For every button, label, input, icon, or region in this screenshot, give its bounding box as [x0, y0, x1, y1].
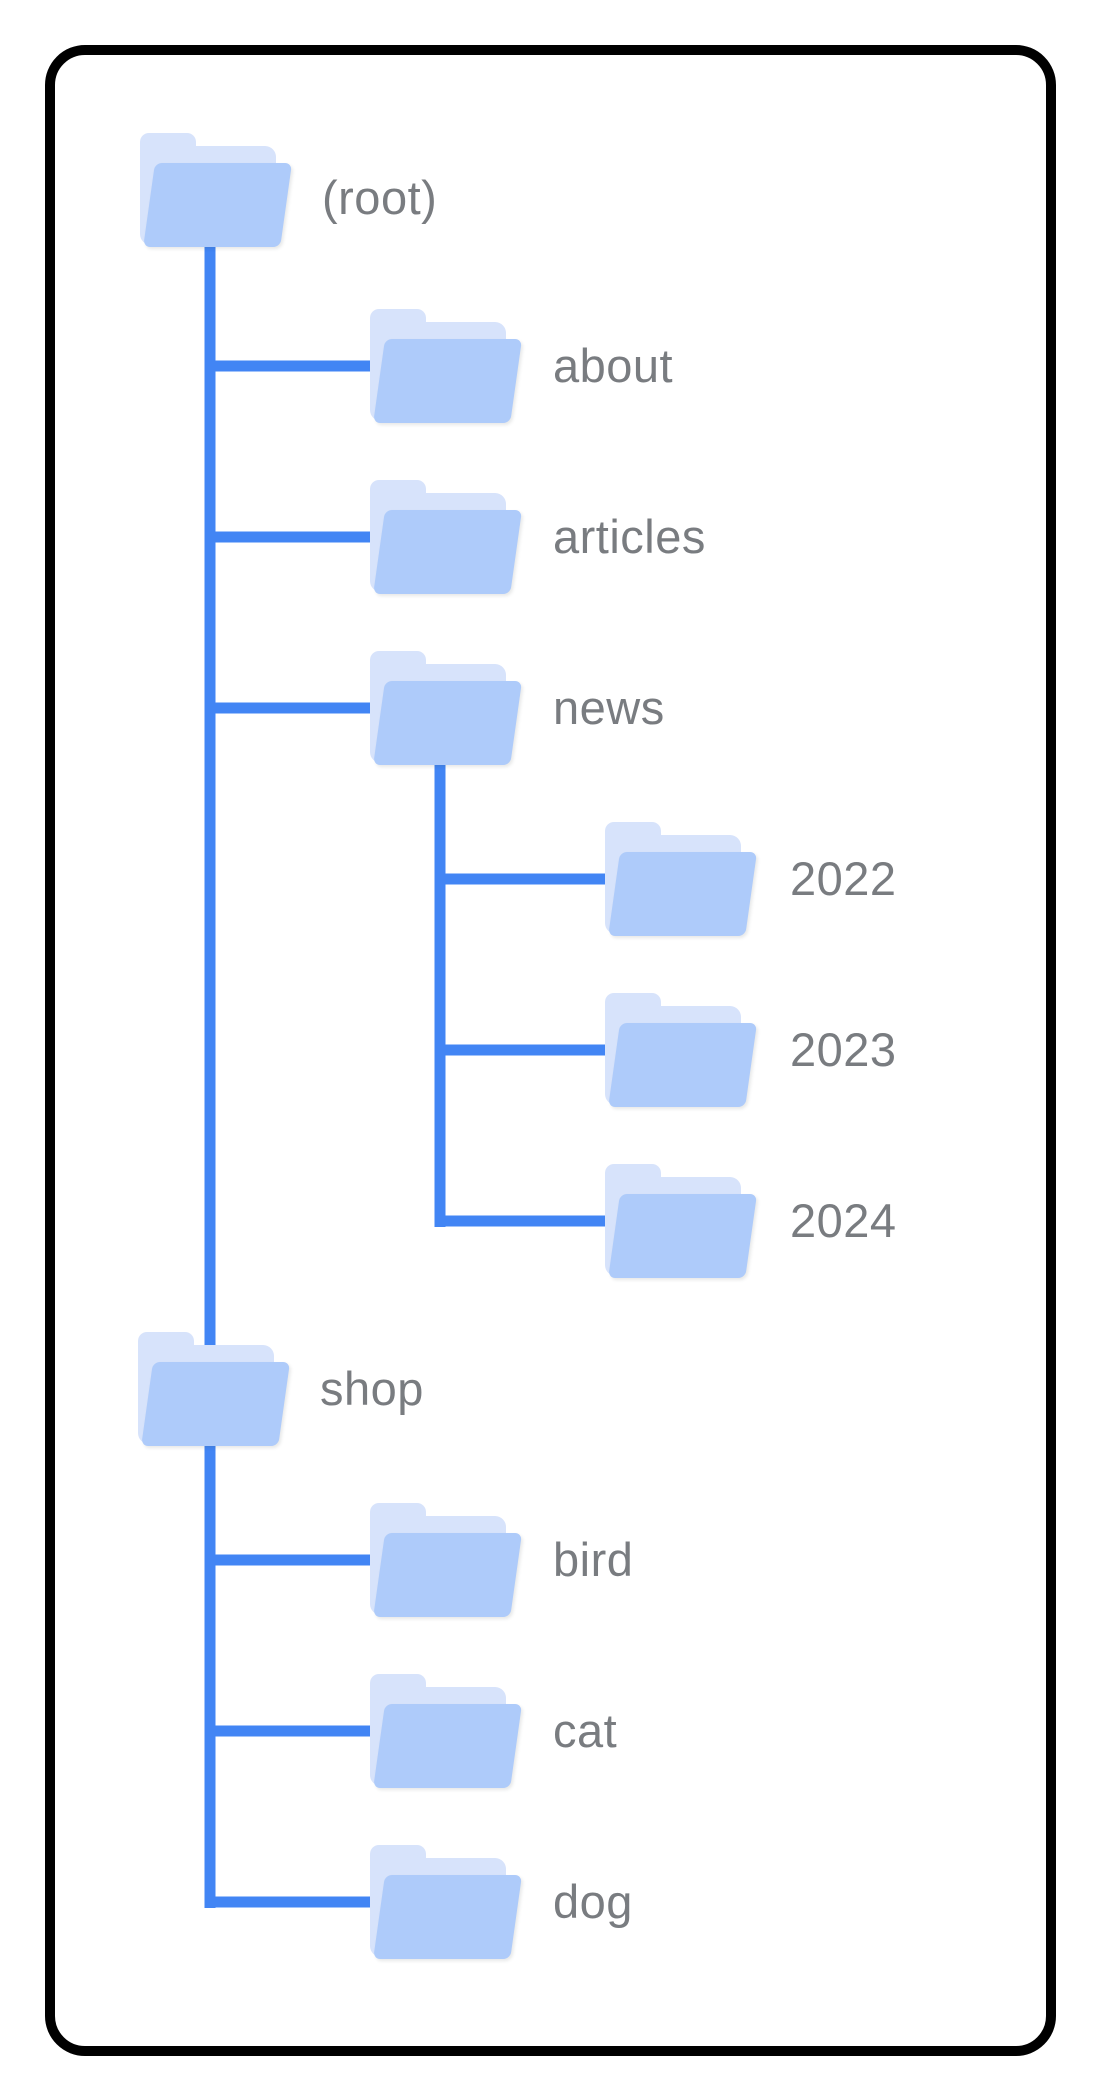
label-bird: bird — [553, 1533, 634, 1586]
folder-icon-bird — [370, 1503, 522, 1617]
label-articles: articles — [553, 510, 706, 563]
branch-2023 — [434, 1044, 613, 1056]
folder-icon-articles — [370, 480, 522, 594]
folder-front-shape — [608, 1194, 757, 1278]
branch-2022 — [434, 873, 613, 885]
branch-news — [204, 702, 383, 714]
label-root: (root) — [322, 171, 438, 224]
folder-icon-about — [370, 309, 522, 423]
folder-icon-root — [140, 133, 292, 247]
folder-icon-2022 — [605, 822, 757, 936]
folder-front-shape — [373, 1533, 522, 1617]
branch-bird — [204, 1554, 383, 1566]
branch-dog — [204, 1896, 383, 1908]
label-dog: dog — [553, 1875, 633, 1928]
trunk-line-root — [204, 240, 216, 1908]
label-news: news — [553, 681, 665, 734]
folder-front-shape — [608, 1023, 757, 1107]
label-2022: 2022 — [790, 852, 897, 905]
folder-icon-2024 — [605, 1164, 757, 1278]
folder-front-shape — [373, 339, 522, 423]
label-2024: 2024 — [790, 1194, 897, 1247]
folder-front-shape — [608, 852, 757, 936]
trunk-line-news — [434, 750, 446, 1227]
label-shop: shop — [320, 1362, 424, 1415]
folder-front-shape — [143, 163, 292, 247]
folder-icon-news — [370, 651, 522, 765]
folder-icon-cat — [370, 1674, 522, 1788]
folder-front-shape — [373, 681, 522, 765]
folder-front-shape — [373, 510, 522, 594]
label-about: about — [553, 339, 674, 392]
branch-about — [204, 360, 383, 372]
branch-cat — [204, 1725, 383, 1737]
branch-2024 — [434, 1215, 613, 1227]
folder-icon-2023 — [605, 993, 757, 1107]
label-cat: cat — [553, 1704, 618, 1757]
folder-front-shape — [141, 1362, 290, 1446]
folder-front-shape — [373, 1875, 522, 1959]
folder-front-shape — [373, 1704, 522, 1788]
folder-icon-shop — [138, 1332, 290, 1446]
rounded-border-frame — [45, 45, 1056, 2056]
folder-icon-dog — [370, 1845, 522, 1959]
label-2023: 2023 — [790, 1023, 897, 1076]
branch-articles — [204, 531, 383, 543]
